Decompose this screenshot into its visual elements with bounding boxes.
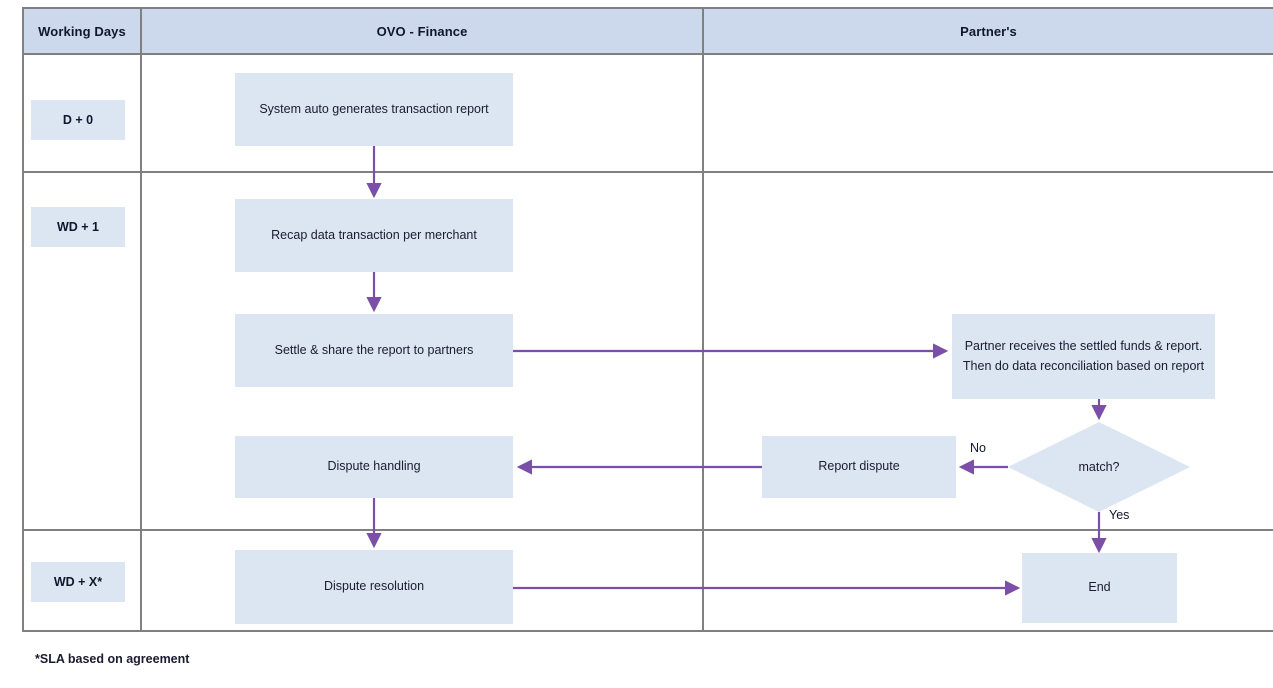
node-dispute-resolution[interactable]: Dispute resolution — [235, 550, 513, 624]
row-label-d0-text: D + 0 — [62, 113, 94, 127]
row-label-wd1: WD + 1 — [31, 207, 125, 247]
node-settle-share-report-label: Settle & share the report to partners — [274, 342, 474, 357]
node-end-label: End — [1088, 580, 1111, 595]
row-label-wdx: WD + X* — [31, 562, 125, 602]
node-match-decision[interactable]: match? — [1008, 422, 1190, 512]
node-dispute-resolution-label: Dispute resolution — [323, 579, 425, 594]
row-label-wdx-text: WD + X* — [53, 575, 103, 589]
edge-label-yes: Yes — [1109, 508, 1129, 522]
grid-line-row1-bottom — [22, 171, 1273, 173]
node-match-decision-label-wrap: match? — [1008, 422, 1190, 512]
edge-label-no: No — [970, 441, 986, 455]
node-match-decision-label: match? — [1078, 460, 1120, 474]
node-recap-data-transaction-label: Recap data transaction per merchant — [271, 227, 477, 242]
grid-line-header-bottom — [22, 53, 1273, 55]
footnote-sla-text: *SLA based on agreement — [35, 652, 190, 666]
grid-line-bottom — [22, 630, 1273, 632]
node-recap-data-transaction[interactable]: Recap data transaction per merchant — [235, 199, 513, 272]
row-label-wd1-text: WD + 1 — [56, 220, 100, 234]
lane-header-ovo-finance-label: OVO - Finance — [376, 23, 468, 39]
node-report-dispute-label: Report dispute — [818, 459, 900, 474]
node-dispute-handling-label: Dispute handling — [327, 459, 421, 474]
grid-line-left — [22, 7, 24, 632]
diamond-shape — [1008, 422, 1190, 512]
lane-header-ovo-finance: OVO - Finance — [142, 9, 702, 53]
node-partner-receives-funds-label: Partner receives the settled funds & rep… — [962, 339, 1205, 373]
node-end[interactable]: End — [1022, 553, 1177, 623]
node-system-auto-generates[interactable]: System auto generates transaction report — [235, 73, 513, 146]
row-label-d0: D + 0 — [31, 100, 125, 140]
grid-line-row2-bottom — [22, 529, 1273, 531]
grid-line-col1 — [140, 7, 142, 632]
grid-line-col2 — [702, 7, 704, 632]
edge-label-no-text: No — [970, 441, 986, 455]
node-dispute-handling[interactable]: Dispute handling — [235, 436, 513, 498]
node-report-dispute[interactable]: Report dispute — [762, 436, 956, 498]
lane-header-working-days: Working Days — [24, 9, 140, 53]
edge-label-yes-text: Yes — [1109, 508, 1130, 522]
node-settle-share-report[interactable]: Settle & share the report to partners — [235, 314, 513, 387]
lane-header-partners: Partner's — [704, 9, 1273, 53]
footnote-sla: *SLA based on agreement — [35, 652, 189, 666]
node-partner-receives-funds[interactable]: Partner receives the settled funds & rep… — [952, 314, 1215, 399]
lane-header-partners-label: Partner's — [960, 23, 1017, 39]
node-system-auto-generates-label: System auto generates transaction report — [259, 101, 489, 116]
grid-line-top — [22, 7, 1273, 9]
lane-header-working-days-label: Working Days — [38, 23, 126, 39]
